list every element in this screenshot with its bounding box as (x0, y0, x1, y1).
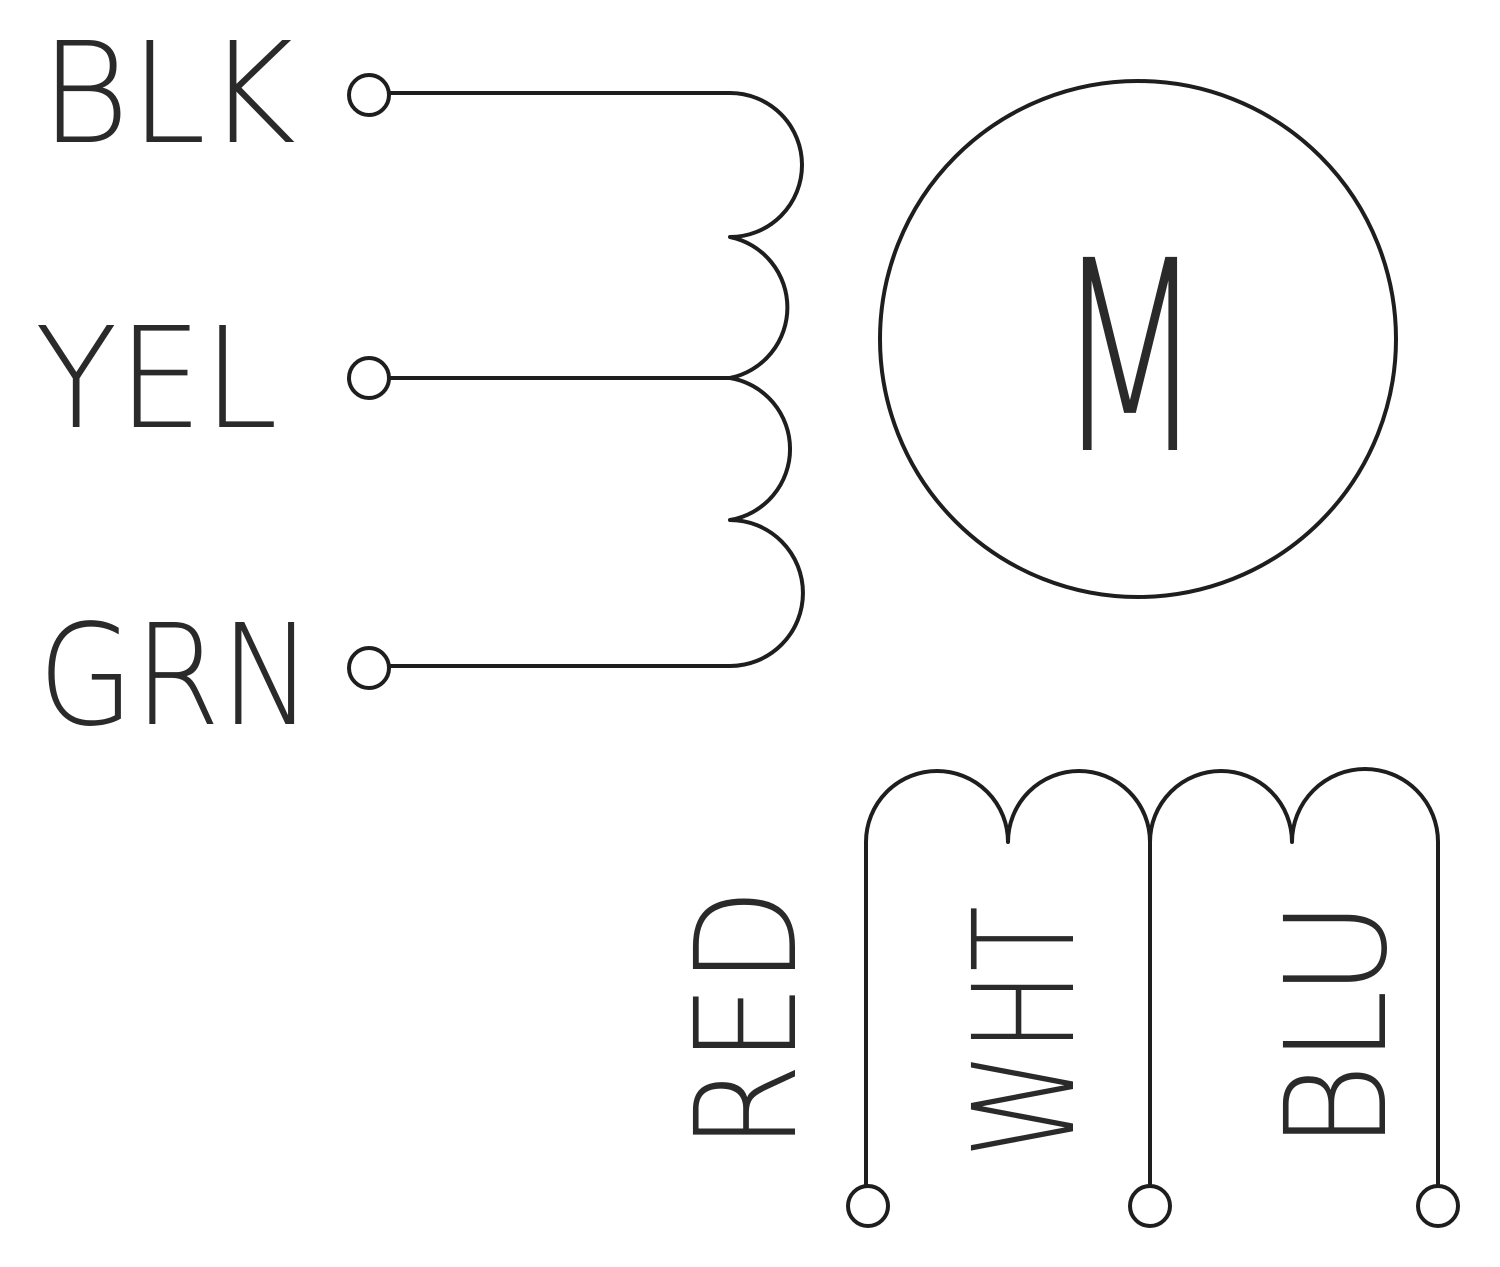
lead-blk-label: BLK (40, 13, 296, 176)
motor: M (878, 79, 1398, 599)
winding-a: BLK YEL GRN (35, 13, 805, 758)
lead-yel-label: YEL (35, 298, 278, 461)
lead-blu: BLU (1256, 840, 1460, 1228)
lead-red-label: RED (666, 888, 829, 1150)
motor-symbol-label: M (1055, 205, 1205, 513)
winding-b-coil (864, 767, 1440, 844)
lead-grn-terminal (347, 646, 391, 690)
lead-wht: WHT (944, 840, 1172, 1228)
lead-blk: BLK (40, 13, 732, 176)
winding-a-coil (728, 91, 805, 668)
lead-blk-terminal (347, 73, 391, 117)
lead-blu-label: BLU (1256, 900, 1419, 1150)
winding-b: RED WHT BLU (666, 767, 1460, 1228)
lead-blu-terminal (1416, 1184, 1460, 1228)
lead-red: RED (666, 840, 890, 1228)
lead-yel: YEL (35, 298, 732, 461)
lead-red-terminal (846, 1184, 890, 1228)
lead-wht-terminal (1128, 1184, 1172, 1228)
lead-grn: GRN (38, 595, 732, 758)
motor-circle (878, 79, 1398, 599)
lead-wht-label: WHT (944, 906, 1107, 1158)
lead-grn-label: GRN (38, 595, 313, 758)
lead-yel-terminal (347, 356, 391, 400)
